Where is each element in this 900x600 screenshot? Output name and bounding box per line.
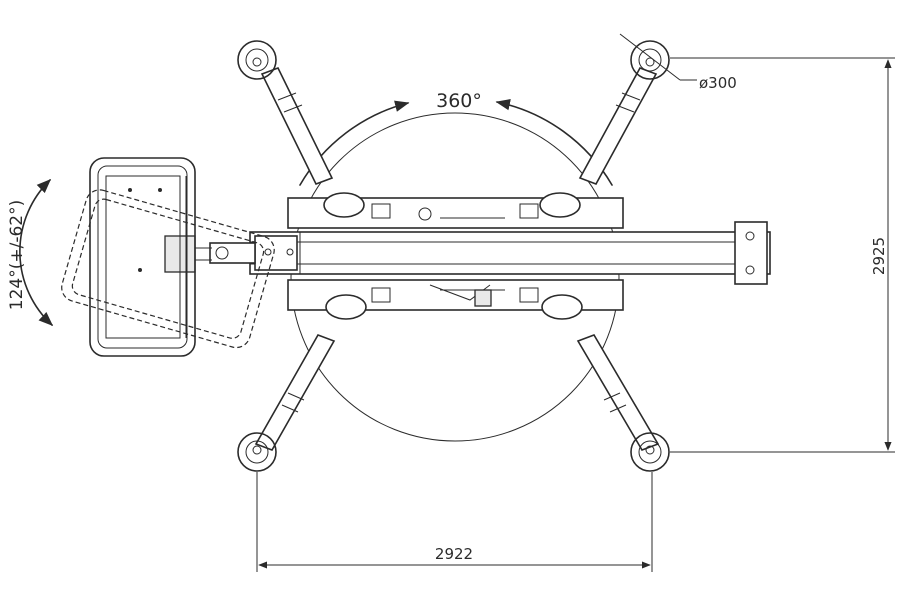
rotation-label: 360° (436, 90, 482, 112)
outrigger-front-right (578, 40, 670, 185)
basket-rotated-outline (61, 189, 275, 349)
basket-rotation-arrow (19, 178, 54, 326)
basket-rotation-label: 124°(+/-62°) (7, 200, 27, 310)
slewing-circle (290, 112, 620, 442)
length-label: 2925 (870, 237, 888, 275)
length-dimension: 2925 (670, 57, 895, 453)
width-dimension: 2922 (256, 472, 653, 572)
pad-diameter-label: ø300 (699, 74, 737, 92)
outrigger-pivot-heads (323, 192, 583, 320)
basket-rotator (164, 235, 212, 273)
outrigger-rear-left (237, 334, 336, 472)
pad-diameter-callout: ø300 (619, 33, 737, 92)
outrigger-front-left (237, 40, 334, 186)
width-label: 2922 (435, 545, 473, 563)
boom (209, 221, 771, 285)
outrigger-rear-right (576, 334, 670, 472)
rotation-arrow-left (299, 100, 410, 186)
basket (89, 157, 196, 357)
